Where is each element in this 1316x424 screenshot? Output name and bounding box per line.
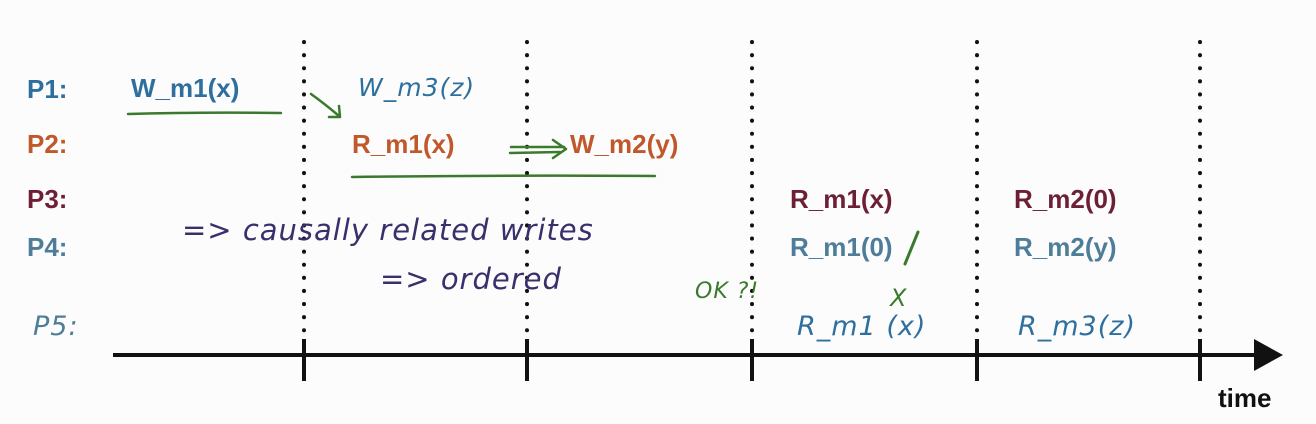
time-dividers (302, 40, 1202, 347)
process-label-p1: P1: (27, 74, 68, 104)
strike-through-mark (903, 230, 920, 266)
event-p3-read-m1: R_m1(x) (790, 184, 893, 214)
arrow-r-m1-to-w-m2 (508, 138, 568, 160)
cross-mark: X (890, 284, 908, 312)
time-axis-arrowhead (1254, 339, 1283, 371)
process-label-p4: P4: (27, 232, 68, 262)
ok-question-note: OK ?! (695, 279, 760, 304)
event-p1-write-m1: W_m1(x) (131, 73, 240, 103)
event-p5-read-m3: R_m3(z) (1018, 311, 1136, 342)
underline-p2-sequence (350, 174, 657, 179)
process-label-p2: P2: (27, 129, 68, 159)
arrow-w-m1-to-r-m1 (309, 92, 342, 119)
underline-p1-write (126, 111, 283, 116)
event-p3-read-m2: R_m2(0) (1014, 184, 1117, 214)
event-p1-write-m3: W_m3(z) (358, 73, 476, 102)
process-label-p3: P3: (27, 184, 68, 214)
event-p2-write-m2: W_m2(y) (570, 129, 679, 159)
causal-writes-note: => causally related writes (182, 213, 594, 247)
event-p2-read-m1: R_m1(x) (352, 129, 455, 159)
time-axis-label: time (1218, 383, 1272, 413)
process-label-p5: P5: (33, 311, 79, 342)
ordered-note: => ordered (380, 262, 562, 296)
time-axis-ticks (302, 339, 1202, 381)
event-p5-read-m1: R_m1 (x) (797, 311, 927, 342)
event-p4-read-m2: R_m2(y) (1014, 232, 1117, 262)
event-p4-read-m1: R_m1(0) (790, 232, 893, 262)
